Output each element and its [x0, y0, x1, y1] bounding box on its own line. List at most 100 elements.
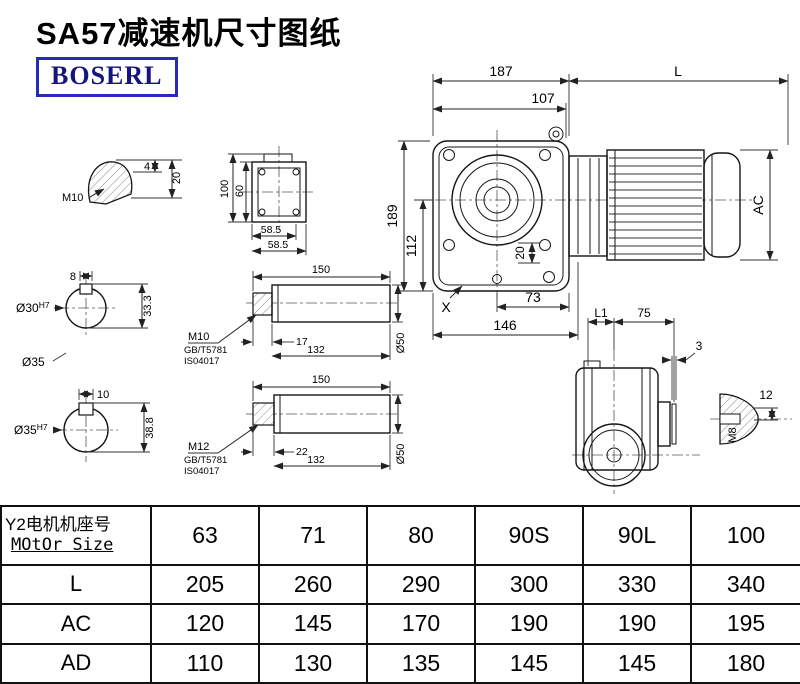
cell-value: 205: [150, 563, 260, 606]
cell-value: 180: [690, 642, 800, 684]
shaft1-thread-stub: [252, 292, 273, 316]
dim-10-label: 10: [97, 389, 109, 401]
gb-standard-label: GB/T5781: [184, 455, 227, 466]
dim-100-label: 100: [219, 180, 231, 198]
keyway-30: [79, 283, 93, 295]
x-label: X: [441, 299, 451, 315]
corner-screw-icon: [443, 149, 455, 161]
cell-value: 120: [150, 603, 260, 645]
cell-value: 130: [258, 642, 368, 684]
gb-standard-label: GB/T5781: [184, 345, 227, 356]
header-label-cn: Y2电机机座号: [5, 515, 111, 535]
dim-73: 73: [496, 289, 570, 312]
brand-logo: BOSERL: [36, 57, 178, 97]
eyebolt-hole: [552, 130, 560, 138]
dim-L: L: [568, 63, 789, 145]
dim-20-plug: 20: [168, 159, 183, 199]
bore30-label: Ø30H7: [16, 300, 65, 315]
dia35-label: Ø35: [22, 355, 45, 369]
iso-standard-label: IS04017: [184, 466, 219, 477]
dim-187: 187: [432, 63, 570, 136]
dim-58-5-a: 58.5: [251, 224, 297, 240]
dia35-callout: Ø35: [22, 352, 67, 369]
cell-value: 195: [690, 603, 800, 645]
m12-shaft2-label: M12: [188, 441, 209, 453]
eyebolt-icon: [548, 126, 564, 142]
dim-132-shaft1: 132: [271, 324, 391, 360]
row-label: AC: [0, 603, 152, 645]
dim-58-5-b: 58.5: [251, 224, 307, 255]
dim-L-label: L: [674, 63, 682, 79]
shaft2-thread-stub: [252, 402, 275, 426]
shaft-circle: [483, 186, 511, 214]
dim-17-label: 17: [296, 336, 308, 348]
cell-value: 170: [366, 603, 476, 645]
dim-75-label: 75: [637, 306, 651, 320]
flange-circle-outer: [451, 154, 543, 246]
corner-screw-icon: [539, 239, 551, 251]
motor-fan-cover: [703, 152, 741, 258]
dim-22: 22: [241, 427, 308, 458]
dim-38-8: 38.8: [86, 402, 156, 453]
dim-107-label: 107: [531, 90, 555, 106]
dim-189-label: 189: [384, 204, 400, 228]
dim-150-shaft2: 150: [252, 374, 391, 401]
dim-107: 107: [432, 90, 567, 138]
dim-33-3: 33.3: [86, 283, 154, 329]
cell-value: 145: [258, 603, 368, 645]
corner-screw-icon: [539, 149, 551, 161]
cell-value: 340: [690, 563, 800, 606]
table-row-AD: AD 110 130 135 145 145 180: [0, 642, 800, 684]
motor-size-value: 90L: [582, 505, 692, 566]
cell-value: 135: [366, 642, 476, 684]
dim-50-shaft1: Ø50: [392, 284, 407, 353]
m10-shaft1-label: M10: [188, 331, 209, 343]
cell-value: 190: [474, 603, 584, 645]
flange-body: [251, 161, 307, 223]
dim-4-label: 4: [144, 161, 150, 173]
motor-size-value: 90S: [474, 505, 584, 566]
shaft2-thread-callout: M12 GB/T5781 IS04017: [184, 424, 259, 477]
dim-187-label: 187: [489, 63, 513, 79]
dim-112: 112: [403, 199, 433, 292]
cell-value: 260: [258, 563, 368, 606]
dim-17: 17: [241, 317, 308, 348]
table-row-L: L 205 260 290 300 330 340: [0, 563, 800, 606]
dim-12-label: 12: [759, 388, 773, 402]
main-view: 187 L 107 189 112 20: [384, 63, 789, 340]
shaft1-body: [271, 284, 391, 323]
bore35-label: Ø35H7: [14, 422, 63, 437]
dia35h7-label: Ø35H7: [14, 422, 48, 437]
dim-L1: L1: [587, 306, 615, 366]
shaft-end-detail: 12 M8: [710, 388, 792, 445]
flange-detail: 100 60 58.5 58.5: [219, 146, 316, 255]
flange-boss: [263, 153, 293, 163]
m10-plug-label: M10: [62, 192, 83, 204]
dim-38-8-label: 38.8: [144, 417, 156, 438]
dim-58-5-a-label: 58.5: [261, 224, 282, 236]
row-label: AD: [0, 642, 152, 684]
m8-label: M8: [727, 427, 739, 442]
dim-AC-label: AC: [750, 195, 766, 214]
shaft2-body: [273, 394, 391, 434]
cell-value: 190: [582, 603, 692, 645]
gearbox-front: [432, 126, 570, 292]
dim-60: 60: [234, 161, 252, 223]
cell-value: 110: [150, 642, 260, 684]
table-header-row: Y2电机机座号 MOtOr Size 63 71 80 90S 90L 100: [0, 505, 800, 566]
dim-20-plug-label: 20: [171, 172, 183, 184]
motor-size-table: Y2电机机座号 MOtOr Size 63 71 80 90S 90L 100 …: [0, 505, 800, 684]
x-marker: X: [441, 285, 463, 315]
dim-50-shaft2-label: Ø50: [395, 444, 407, 465]
dim-100: 100: [219, 153, 264, 223]
cell-value: 300: [474, 563, 584, 606]
cell-value: 330: [582, 563, 692, 606]
shaft1-thread-callout: M10 GB/T5781 IS04017: [184, 314, 257, 367]
bore35-detail: 10 38.8 Ø35H7: [14, 389, 156, 462]
dim-3: 3: [662, 339, 703, 400]
dim-132-shaft1-label: 132: [307, 344, 325, 356]
dim-146-label: 146: [493, 317, 517, 333]
dim-8-label: 8: [70, 271, 76, 283]
cell-value: 145: [582, 642, 692, 684]
motor-size-value: 100: [690, 505, 800, 566]
